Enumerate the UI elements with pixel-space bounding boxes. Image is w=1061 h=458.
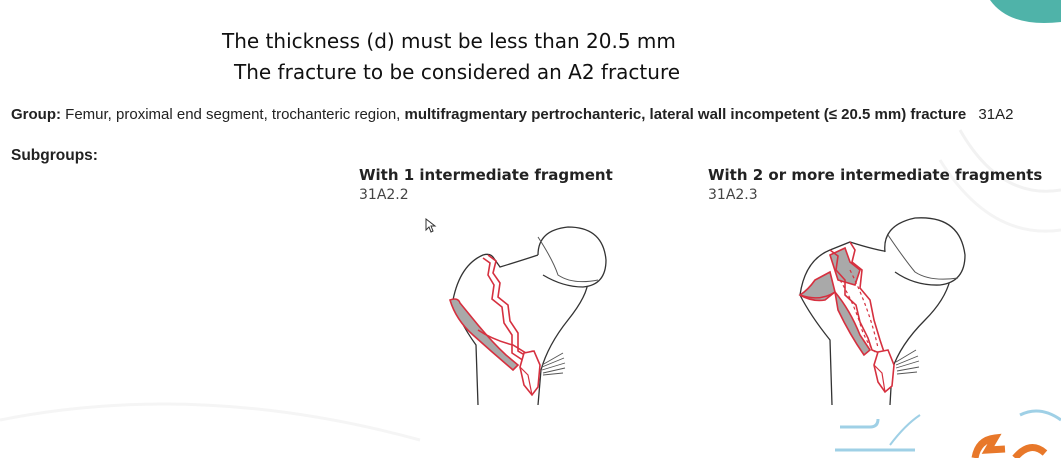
group-code: 31A2: [978, 106, 1014, 123]
slide-heading-line-1: The thickness (d) must be less than 20.5…: [222, 29, 676, 53]
group-description: Group: Femur, proximal end segment, troc…: [11, 106, 1013, 123]
group-label: Group:: [11, 106, 61, 123]
subgroup-2-code: 31A2.3: [708, 187, 758, 203]
subgroups-label: Subgroups:: [11, 147, 98, 164]
slide-heading-line-2: The fracture to be considered an A2 frac…: [234, 60, 681, 84]
femur-illustration-31A2-3: [798, 217, 966, 405]
subgroup-2-title: With 2 or more intermediate fragments: [708, 166, 1043, 184]
femur-illustration-31A2-2: [449, 226, 607, 405]
subgroup-1-title: With 1 intermediate fragment: [359, 166, 613, 184]
logo-fragment-icon: [835, 409, 1061, 458]
group-bold-text: multifragmentary pertrochanteric, latera…: [404, 106, 967, 123]
mouse-pointer-icon: [425, 218, 437, 233]
group-text: Femur, proximal end segment, trochanteri…: [65, 106, 401, 123]
subgroup-1-code: 31A2.2: [359, 187, 409, 203]
teal-corner-shape: [990, 0, 1061, 24]
